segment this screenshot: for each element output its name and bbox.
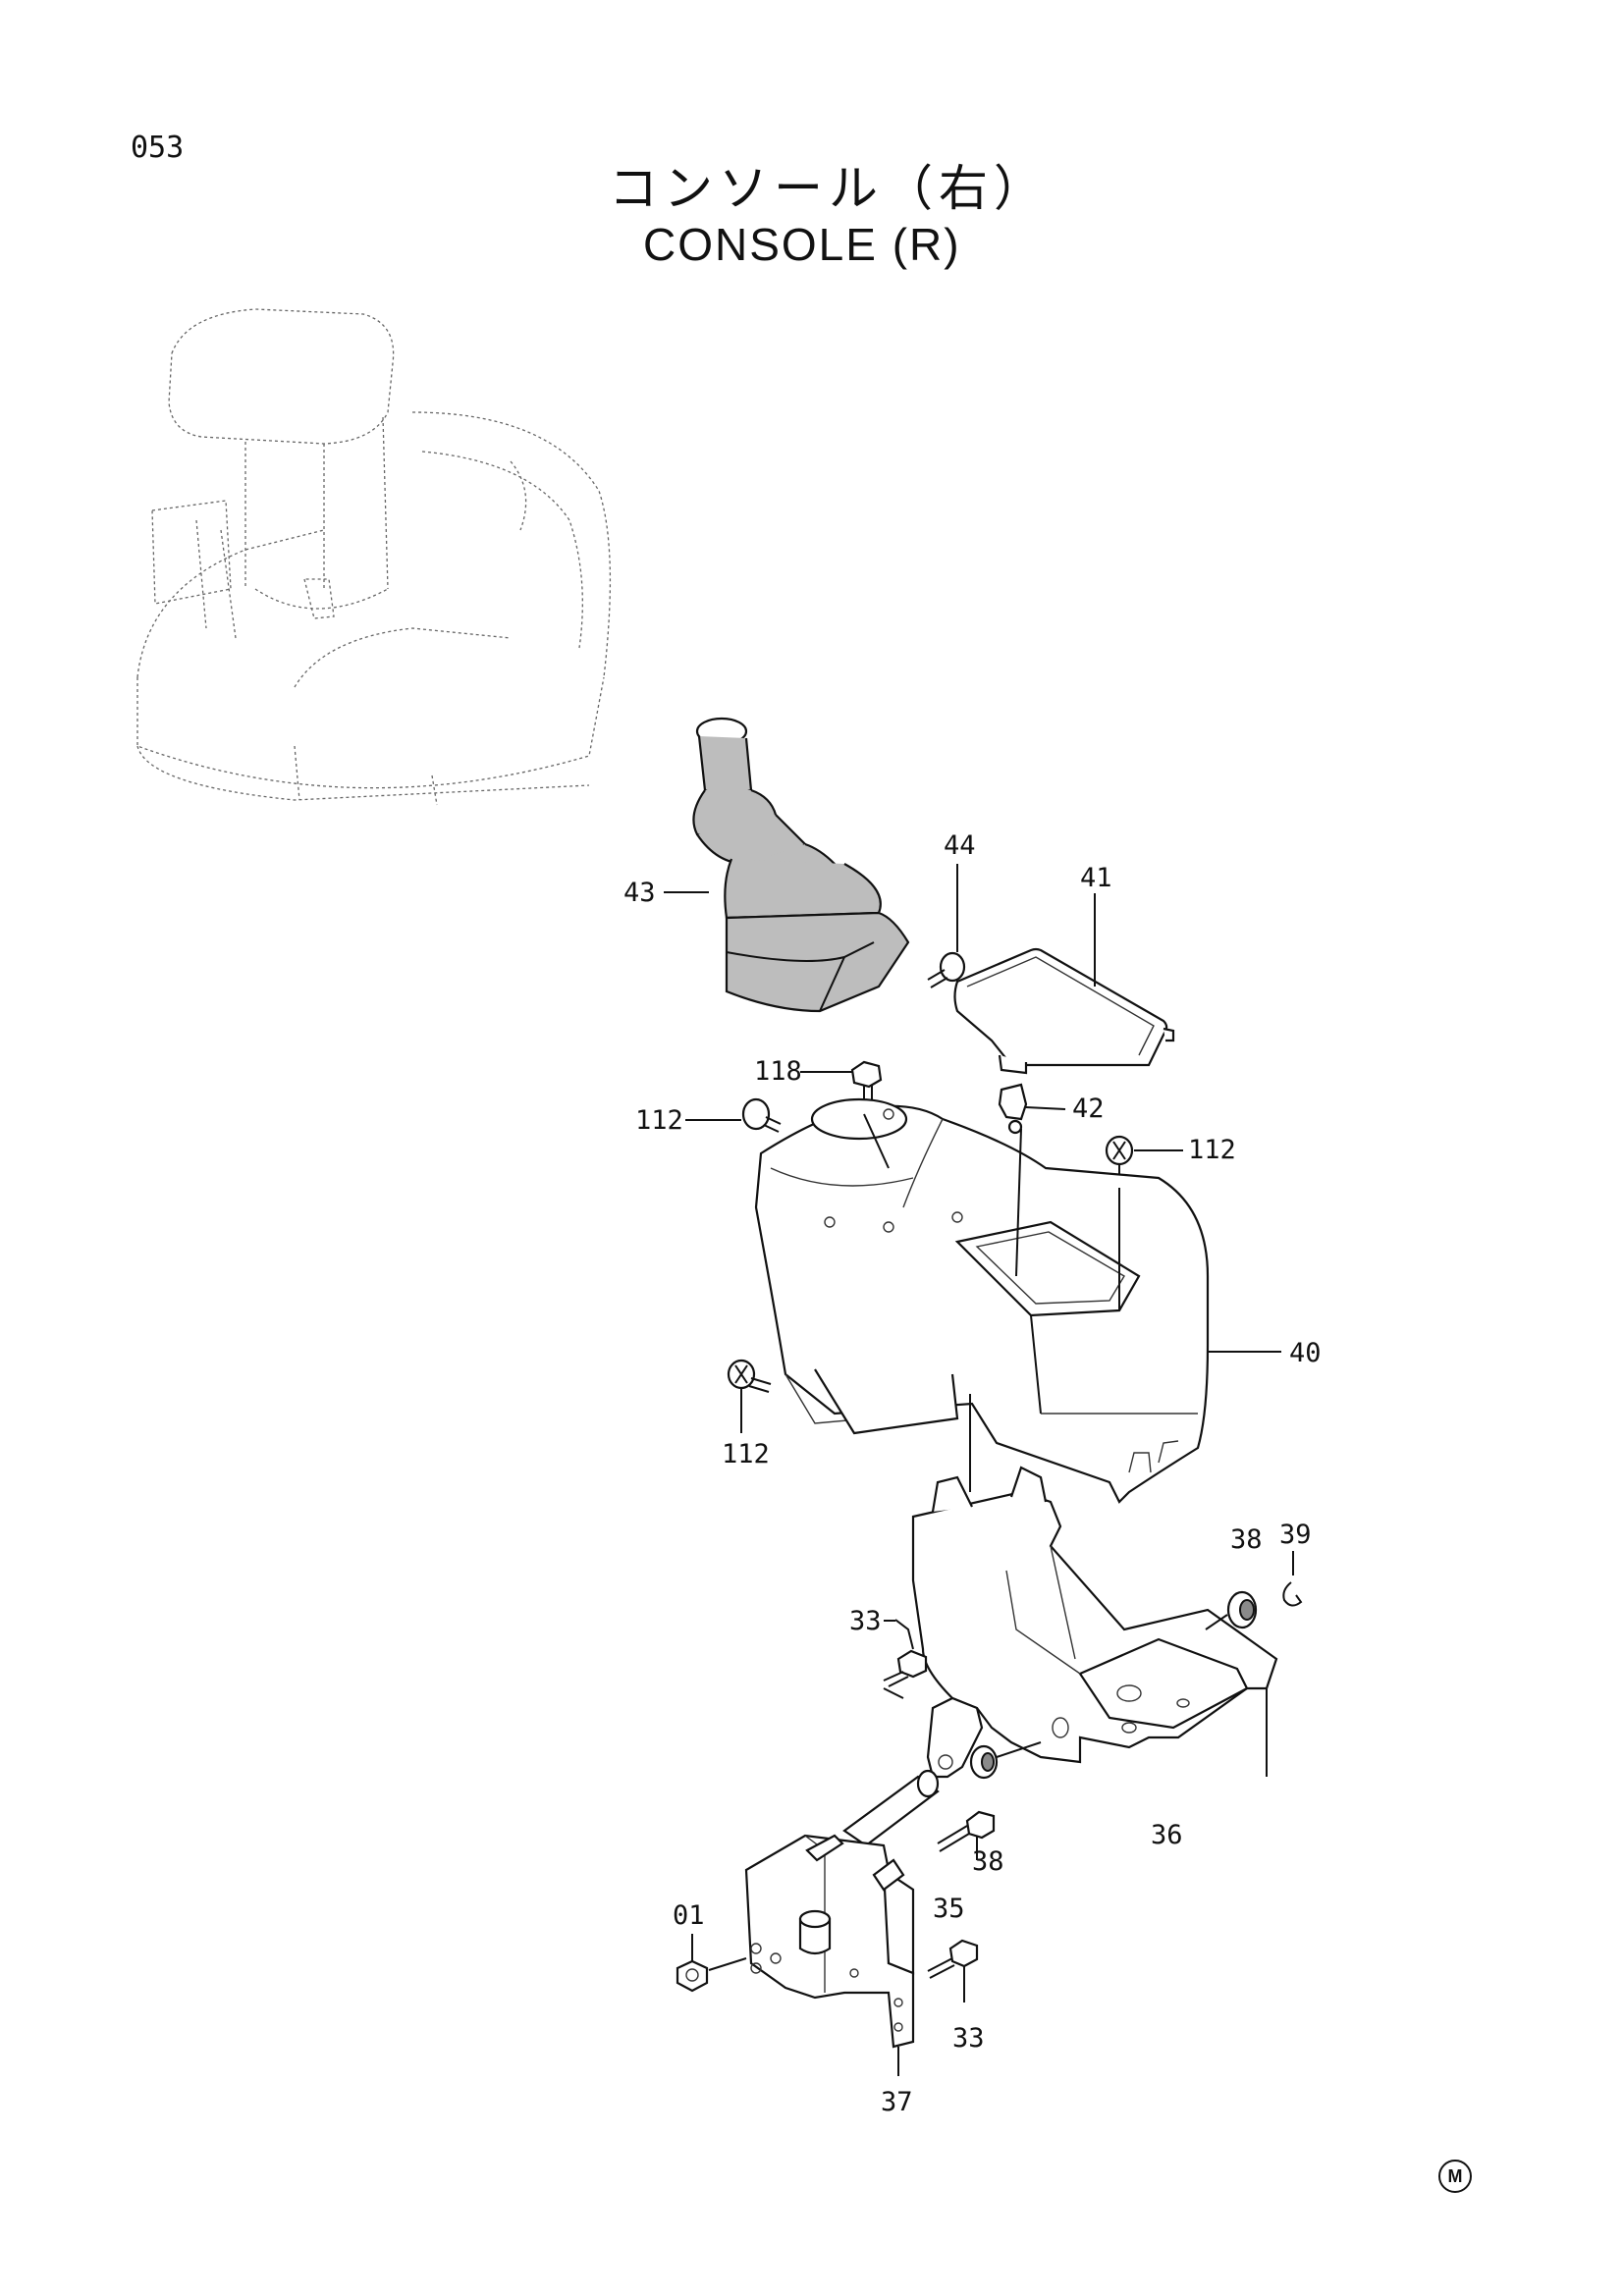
part-38-bush-lower [969,1741,1042,1780]
callout-118: 118 [754,1056,802,1087]
callout-38-upper: 38 [1230,1524,1263,1555]
part-112-screws [727,1097,1134,1393]
callout-43: 43 [623,878,656,908]
callout-112-lower: 112 [722,1439,770,1469]
part-33-bolt-upper [883,1619,928,1699]
callout-labels: 43 44 41 118 42 112 112 40 112 39 38 33 … [623,830,1322,2117]
callout-36: 36 [1151,1820,1183,1850]
callout-35: 35 [933,1894,965,1924]
part-40-console-housing [754,1097,1210,1504]
title-english: CONSOLE (R) [643,219,961,270]
part-36-bracket [911,1394,1278,1779]
part-33-bolt-lower [927,1939,979,2002]
callout-01: 01 [673,1900,705,1931]
part-43-lever-boot [692,717,910,1013]
callout-38-lower: 38 [972,1846,1004,1877]
part-38-bush-upper [1205,1590,1258,1630]
callout-112-left: 112 [635,1105,683,1136]
callout-42: 42 [1072,1094,1105,1124]
part-37-mounting-plate [744,1834,915,2076]
callout-41: 41 [1080,863,1112,893]
page-number: 053 [131,131,185,165]
cab-overview-sketch [136,308,612,806]
part-44-screw [927,864,966,988]
callout-37: 37 [881,2087,913,2117]
callout-39: 39 [1279,1520,1312,1550]
part-39-snap-ring [1282,1551,1303,1607]
shaft-pin [842,1769,940,1847]
part-42-clip [998,1083,1028,1135]
callout-33-lower: 33 [952,2023,985,2054]
m-mark-symbol: M [1438,2160,1472,2193]
callout-40: 40 [1289,1338,1322,1368]
part-41-cover [953,893,1175,1075]
callout-33-upper: 33 [849,1606,882,1636]
title-japanese: コンソール（右） [609,160,1049,217]
part-35-bolt [937,1810,996,1860]
callout-44: 44 [944,830,976,861]
callout-112-right: 112 [1188,1135,1236,1165]
leader-lines [664,891,1281,1622]
part-01-nut [676,1934,747,1993]
